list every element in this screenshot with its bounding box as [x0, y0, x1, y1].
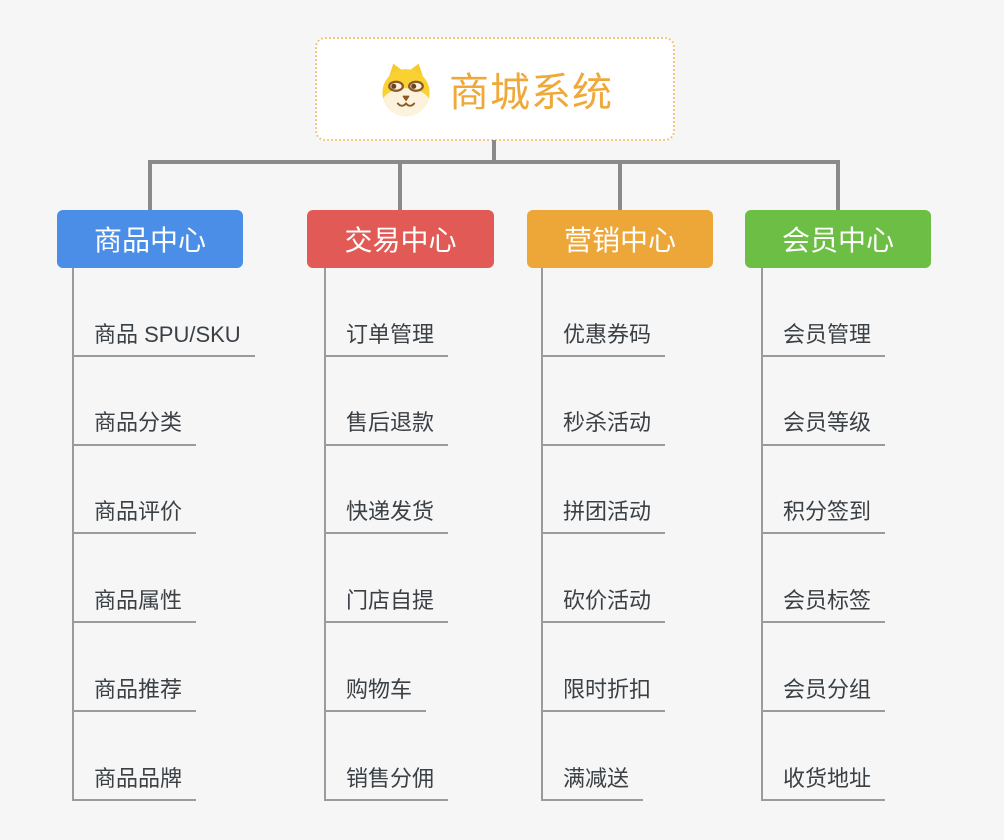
leaf-topic-row: 秒杀活动 [541, 357, 666, 446]
leaf-topic-row: 订单管理 [324, 268, 449, 357]
leaf-topic-node[interactable]: 商品分类 [72, 411, 197, 446]
leaf-topic-node[interactable]: 秒杀活动 [541, 411, 666, 446]
leaf-topic-row: 快递发货 [324, 446, 449, 535]
branch-children-marketing: 优惠券码秒杀活动拼团活动砍价活动限时折扣满减送 [541, 268, 666, 801]
leaf-topic-node[interactable]: 商品品牌 [72, 766, 197, 801]
branch-node-trade[interactable]: 交易中心 [307, 210, 494, 268]
leaf-topic-node[interactable]: 优惠券码 [541, 322, 666, 357]
branch-node-products[interactable]: 商品中心 [57, 210, 243, 268]
leaf-topic-node[interactable]: 商品推荐 [72, 677, 197, 712]
leaf-topic-row: 会员等级 [761, 357, 886, 446]
branch-trunk-line [72, 268, 74, 801]
leaf-topic-node[interactable]: 砍价活动 [541, 588, 666, 624]
leaf-topic-node[interactable]: 订单管理 [324, 322, 449, 357]
leaf-topic-row: 积分签到 [761, 446, 886, 535]
leaf-topic-row: 会员分组 [761, 623, 886, 712]
connector-branch-3-stub [618, 162, 622, 212]
doge-face-icon [382, 63, 430, 117]
branch-node-marketing[interactable]: 营销中心 [527, 210, 713, 268]
branch-node-members[interactable]: 会员中心 [745, 210, 931, 268]
leaf-topic-row: 限时折扣 [541, 623, 666, 712]
root-topic-node[interactable]: 商城系统 [315, 37, 675, 141]
leaf-topic-row: 砍价活动 [541, 534, 666, 624]
leaf-topic-row: 收货地址 [761, 712, 886, 801]
leaf-topic-node[interactable]: 快递发货 [324, 500, 449, 535]
branch-children-trade: 订单管理售后退款快递发货门店自提购物车销售分佣 [324, 268, 449, 801]
leaf-topic-row: 满减送 [541, 712, 665, 801]
leaf-topic-row: 商品品牌 [72, 712, 255, 801]
leaf-topic-node[interactable]: 积分签到 [761, 500, 886, 535]
leaf-topic-node[interactable]: 商品 SPU/SKU [72, 322, 255, 357]
branch-children-members: 会员管理会员等级积分签到会员标签会员分组收货地址 [761, 268, 886, 801]
branch-trunk-line [541, 268, 543, 801]
leaf-topic-row: 会员标签 [761, 534, 886, 624]
root-title: 商城系统 [449, 71, 613, 115]
leaf-topic-row: 购物车 [324, 623, 448, 712]
leaf-topic-row: 会员管理 [761, 268, 886, 357]
leaf-topic-node[interactable]: 会员等级 [761, 411, 886, 446]
leaf-topic-node[interactable]: 拼团活动 [541, 500, 666, 535]
leaf-topic-node[interactable]: 销售分佣 [324, 766, 449, 801]
leaf-topic-node[interactable]: 收货地址 [761, 766, 886, 801]
leaf-topic-row: 拼团活动 [541, 446, 666, 535]
leaf-topic-row: 优惠券码 [541, 268, 666, 357]
leaf-topic-row: 商品属性 [72, 534, 255, 624]
leaf-topic-row: 售后退款 [324, 357, 449, 446]
leaf-topic-node[interactable]: 商品评价 [72, 500, 197, 535]
leaf-topic-row: 商品推荐 [72, 623, 255, 712]
connector-root-stub [492, 140, 496, 162]
leaf-topic-node[interactable]: 购物车 [324, 677, 427, 712]
leaf-topic-node[interactable]: 门店自提 [324, 588, 449, 624]
leaf-topic-row: 门店自提 [324, 534, 449, 624]
connector-branch-4-stub [836, 162, 840, 212]
leaf-topic-node[interactable]: 会员管理 [761, 322, 886, 357]
branch-trunk-line [761, 268, 763, 801]
leaf-topic-row: 商品 SPU/SKU [72, 268, 255, 357]
leaf-topic-node[interactable]: 商品属性 [72, 588, 197, 624]
leaf-topic-node[interactable]: 会员标签 [761, 588, 886, 624]
branch-children-products: 商品 SPU/SKU 商品分类商品评价商品属性商品推荐商品品牌 [72, 268, 255, 801]
connector-branch-2-stub [398, 162, 402, 212]
connector-horizontal-bar [148, 160, 840, 164]
leaf-topic-row: 商品分类 [72, 357, 255, 446]
leaf-topic-node[interactable]: 会员分组 [761, 677, 886, 712]
leaf-topic-row: 商品评价 [72, 446, 255, 535]
branch-trunk-line [324, 268, 326, 801]
leaf-topic-node[interactable]: 满减送 [541, 766, 644, 801]
leaf-topic-node[interactable]: 限时折扣 [541, 677, 666, 712]
leaf-topic-row: 销售分佣 [324, 712, 449, 801]
leaf-topic-node[interactable]: 售后退款 [324, 411, 449, 446]
connector-branch-1-stub [148, 162, 152, 212]
